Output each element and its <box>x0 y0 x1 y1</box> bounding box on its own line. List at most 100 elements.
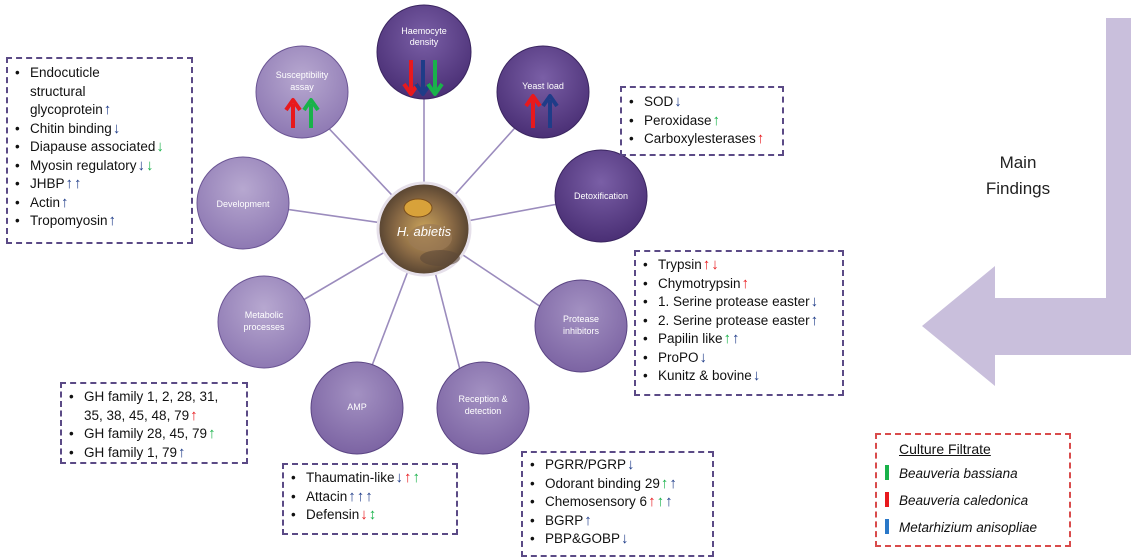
reception-item: PBP&GOBP↓ <box>523 530 712 549</box>
down-arrow-icon: ↓ <box>752 367 761 384</box>
amp-item: Attacin↑↑↑ <box>284 488 456 507</box>
node-haemocyte-label-1: Haemocyte <box>401 26 447 36</box>
protease-item: 1. Serine protease easter↓ <box>636 293 842 312</box>
down-arrow-icon: ↓ <box>146 156 154 174</box>
metabolic-item-text: GH family 1, 2, 28, 31, <box>84 389 219 404</box>
node-metabolic-label-2: processes <box>243 322 285 332</box>
node-protease: Protease inhibitors <box>534 279 628 373</box>
reception-detection-findings-box: PGRR/PGRP↓Odorant binding 29↑↑Chemosenso… <box>521 451 714 557</box>
down-arrow-icon: ↓ <box>627 456 635 473</box>
reception-item: PGRR/PGRP↓ <box>523 456 712 475</box>
detox-item-text: Carboxylesterases <box>644 131 756 146</box>
yeast-arrows <box>524 94 559 128</box>
up-arrow-icon: ↑ <box>712 111 721 129</box>
protease-item-text: Chymotrypsin <box>658 275 741 291</box>
legend-item-bassiana: Beauveria bassiana <box>885 465 1018 481</box>
protease-item-text: Kunitz & bovine <box>658 368 752 383</box>
metabolic-item: GH family 1, 79↑ <box>62 444 246 463</box>
down-arrow-icon: ↓ <box>156 138 164 155</box>
metabolic-item-text: GH family 28, 45, 79 <box>84 426 208 441</box>
amp-item: Thaumatin-like↓↑↑ <box>284 469 456 488</box>
reception-item-text: PBP&GOBP <box>545 531 621 546</box>
protease-item: Papilin like↑↑ <box>636 330 842 349</box>
susceptibility-arrows <box>284 98 320 128</box>
node-detox-label: Detoxification <box>574 191 628 201</box>
node-haemocyte-label-2: density <box>410 37 439 47</box>
reception-item: BGRP↑ <box>523 512 712 531</box>
down-arrow-icon: ↓ <box>699 348 708 366</box>
amp-findings-box: Thaumatin-like↓↑↑Attacin↑↑↑Defensin↓↕ <box>282 463 458 535</box>
development-item-text: JHBP <box>30 176 65 191</box>
metabolic-item-text: GH family 1, 79 <box>84 444 178 460</box>
up-arrow-icon: ↑ <box>648 493 656 510</box>
detox-item: SOD↓ <box>622 93 782 112</box>
center-weevil-image: H. abietis <box>376 181 472 277</box>
amp-item-text: Thaumatin-like <box>306 470 395 485</box>
up-arrow-icon: ↑ <box>756 130 765 147</box>
detox-item-text: Peroxidase <box>644 112 712 128</box>
metabolic-item: 35, 38, 45, 48, 79↑ <box>62 407 246 426</box>
up-arrow-icon: ↑ <box>732 330 740 347</box>
down-arrow-icon: ↓ <box>395 469 404 486</box>
up-arrow-icon: ↑ <box>669 474 677 492</box>
node-yeast-label: Yeast load <box>522 81 564 91</box>
reception-item-text: Chemosensory 6 <box>545 494 648 509</box>
development-item: structural <box>8 83 191 102</box>
protease-item-text: 2. Serine protease easter <box>658 312 810 328</box>
development-findings-box: Endocuticle structuralglycoprotein↑Chitin… <box>6 57 193 244</box>
metabolic-processes-findings-box: GH family 1, 2, 28, 31, 35, 38, 45, 48, 7… <box>60 382 248 464</box>
protease-inhibitors-findings-box: Trypsin↑↓Chymotrypsin↑1. Serine protease… <box>634 250 844 396</box>
up-arrow-icon: ↑ <box>365 487 373 505</box>
down-arrow-icon: ↓ <box>621 530 629 547</box>
legend-title: Culture Filtrate <box>899 441 991 457</box>
development-item-text: Endocuticle <box>30 65 100 80</box>
up-arrow-icon: ↑ <box>723 330 732 347</box>
amp-item-text: Attacin <box>306 488 348 504</box>
down-arrow-icon: ↓ <box>674 93 682 110</box>
up-arrow-icon: ↑ <box>61 193 69 211</box>
node-reception: Reception & detection <box>436 361 530 455</box>
node-susceptibility-label-1: Susceptibility <box>276 70 329 80</box>
node-reception-label-1: Reception & <box>458 394 507 404</box>
protease-item-text: Papilin like <box>658 331 723 346</box>
up-arrow-icon: ↑ <box>656 493 665 510</box>
legend-swatch-green <box>885 465 889 480</box>
detox-item: Carboxylesterases↑ <box>622 130 782 149</box>
node-development-label: Development <box>216 199 270 209</box>
detox-item-text: SOD <box>644 94 674 109</box>
node-detox: Detoxification <box>554 149 648 243</box>
node-metabolic: Metabolic processes <box>217 275 311 369</box>
up-arrow-icon: ↑ <box>810 311 819 329</box>
main-findings-label: Main Findings <box>958 150 1078 202</box>
node-metabolic-label-1: Metabolic <box>245 310 284 320</box>
down-arrow-icon: ↓ <box>112 119 121 137</box>
metabolic-item: GH family 28, 45, 79↑ <box>62 425 246 444</box>
development-item: glycoprotein↑ <box>8 101 191 120</box>
up-arrow-icon: ↑ <box>741 274 750 292</box>
culture-filtrate-legend: Culture Filtrate Beauveria bassiana Beau… <box>875 433 1071 547</box>
node-development: Development <box>196 156 290 250</box>
up-arrow-icon: ↑ <box>178 443 186 461</box>
legend-swatch-blue <box>885 519 889 534</box>
reception-item: Chemosensory 6↑↑↑ <box>523 493 712 512</box>
detox-item: Peroxidase↑ <box>622 112 782 131</box>
main-findings-line-2: Findings <box>985 179 1051 198</box>
main-findings-line-1: Main <box>999 153 1037 172</box>
up-arrow-icon: ↑ <box>348 487 356 505</box>
metabolic-item: GH family 1, 2, 28, 31, <box>62 388 246 407</box>
up-arrow-icon: ↑ <box>74 175 82 192</box>
development-item-text: Diapause associated <box>30 139 156 154</box>
up-arrow-icon: ↑ <box>108 212 117 229</box>
protease-item-text: 1. Serine protease easter <box>658 294 810 309</box>
up-arrow-icon: ↑ <box>584 511 592 529</box>
protease-item: Kunitz & bovine↓ <box>636 367 842 386</box>
legend-swatch-red <box>885 492 889 507</box>
up-arrow-icon: ↑ <box>412 469 421 486</box>
reception-item-text: Odorant binding 29 <box>545 475 660 491</box>
node-yeast: Yeast load <box>496 45 590 139</box>
reception-item: Odorant binding 29↑↑ <box>523 475 712 494</box>
development-item: Chitin binding↓ <box>8 120 191 139</box>
metabolic-item-text: 35, 38, 45, 48, 79 <box>84 407 190 423</box>
node-amp-label: AMP <box>347 402 367 412</box>
development-item: Tropomyosin↑ <box>8 212 191 231</box>
